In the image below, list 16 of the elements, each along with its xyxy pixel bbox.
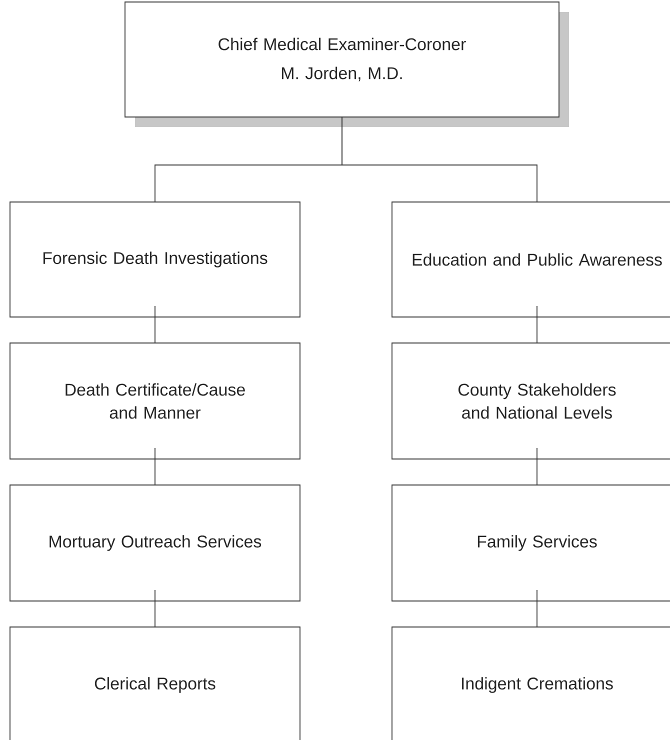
org-box: Education and Public Awareness [392, 202, 670, 318]
org-box: Indigent Cremations [392, 626, 670, 740]
connector-line [154, 448, 156, 485]
connector-line [536, 448, 538, 485]
org-box: Forensic Death Investigations [10, 202, 300, 318]
org-box: Clerical Reports [10, 626, 300, 740]
connector-line [342, 117, 538, 202]
org-box: Family Services [392, 484, 670, 602]
org-box: Mortuary Outreach Services [10, 484, 300, 602]
org-box: Chief Medical Examiner-Coroner M. Jorden, M.D. [124, 2, 569, 127]
connector-line [536, 590, 538, 627]
connector-line [536, 306, 538, 343]
connector-line [154, 306, 156, 343]
org-box: Death Certificate/Cause and Manner [10, 342, 300, 460]
org-box: County Stakeholders and National Levels [392, 342, 670, 460]
connector-line [154, 590, 156, 627]
